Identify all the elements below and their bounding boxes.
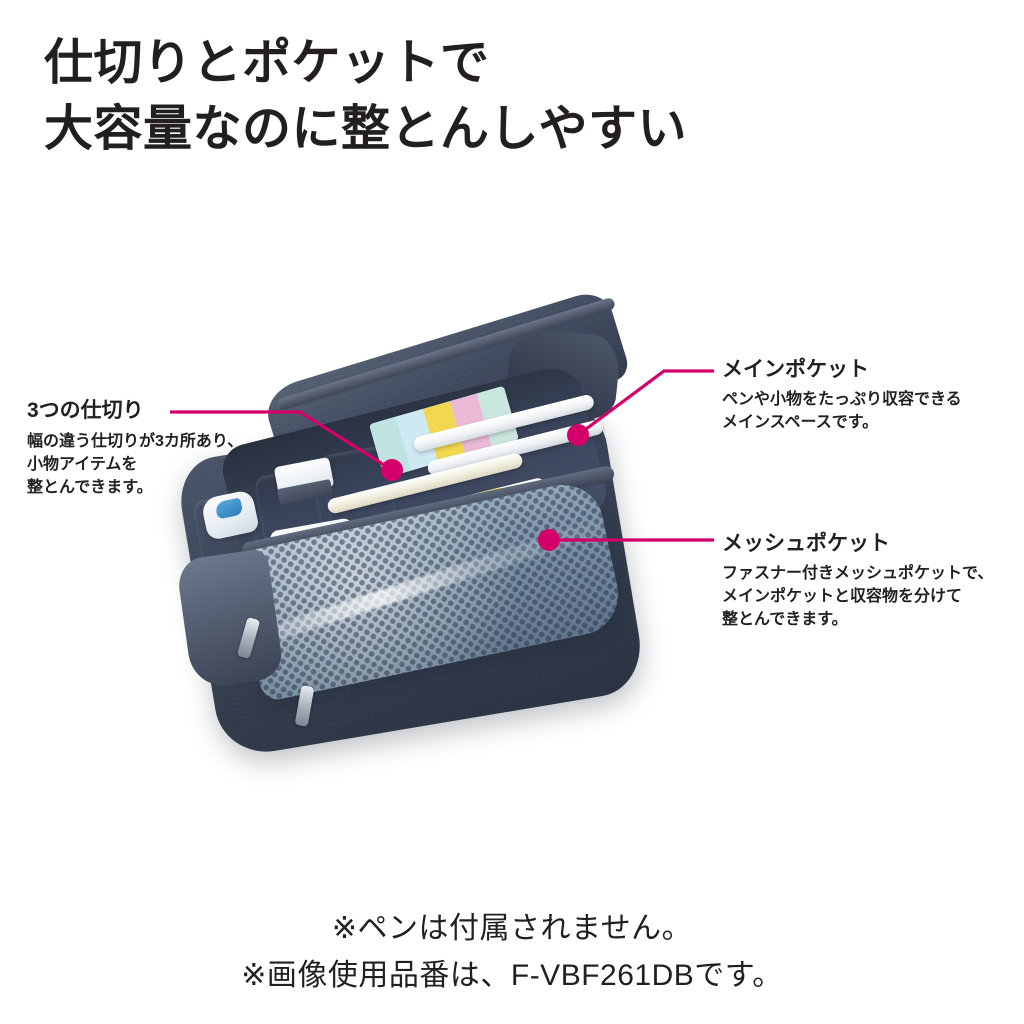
callout-desc-line: ファスナー付きメッシュポケットで、 xyxy=(722,565,994,582)
callout-title-dividers: 3つの仕切り xyxy=(27,399,144,422)
callout-desc-mesh-pocket: ファスナー付きメッシュポケットで、 メインポケットと収容物を分けて 整とんできま… xyxy=(722,562,993,631)
callout-desc-dividers: 幅の違う仕切りが3カ所あり、 小物アイテムを 整とんできます。 xyxy=(27,430,243,499)
page-headline: 仕切りとポケットで 大容量なのに整とんしやすい xyxy=(44,30,924,162)
callout-desc-line: 整とんできます。 xyxy=(722,611,848,628)
headline-line-1: 仕切りとポケットで xyxy=(44,36,490,90)
callout-desc-line: ペンや小物をたっぷり収容できる xyxy=(722,391,962,408)
callout-desc-line: メインスペースです。 xyxy=(722,414,879,431)
footnotes: ※ペンは付属されません。 ※画像使用品番は、F-VBF261DBです。 xyxy=(0,905,1024,999)
callout-desc-line: メインポケットと収容物を分けて xyxy=(722,588,963,605)
footnote-line-2: ※画像使用品番は、F-VBF261DBです。 xyxy=(241,959,783,992)
callout-desc-main-pocket: ペンや小物をたっぷり収容できる メインスペースです。 xyxy=(722,388,962,434)
callout-desc-line: 幅の違う仕切りが3カ所あり、 xyxy=(27,433,244,450)
footnote-line-1: ※ペンは付属されません。 xyxy=(331,912,693,945)
callout-desc-line: 小物アイテムを xyxy=(27,456,138,473)
callout-title-mesh-pocket: メッシュポケット xyxy=(722,532,890,555)
headline-line-2: 大容量なのに整とんしやすい xyxy=(44,102,688,156)
product-photo xyxy=(174,287,698,788)
callout-title-main-pocket: メインポケット xyxy=(722,358,869,381)
callout-desc-line: 整とんできます。 xyxy=(27,479,153,496)
